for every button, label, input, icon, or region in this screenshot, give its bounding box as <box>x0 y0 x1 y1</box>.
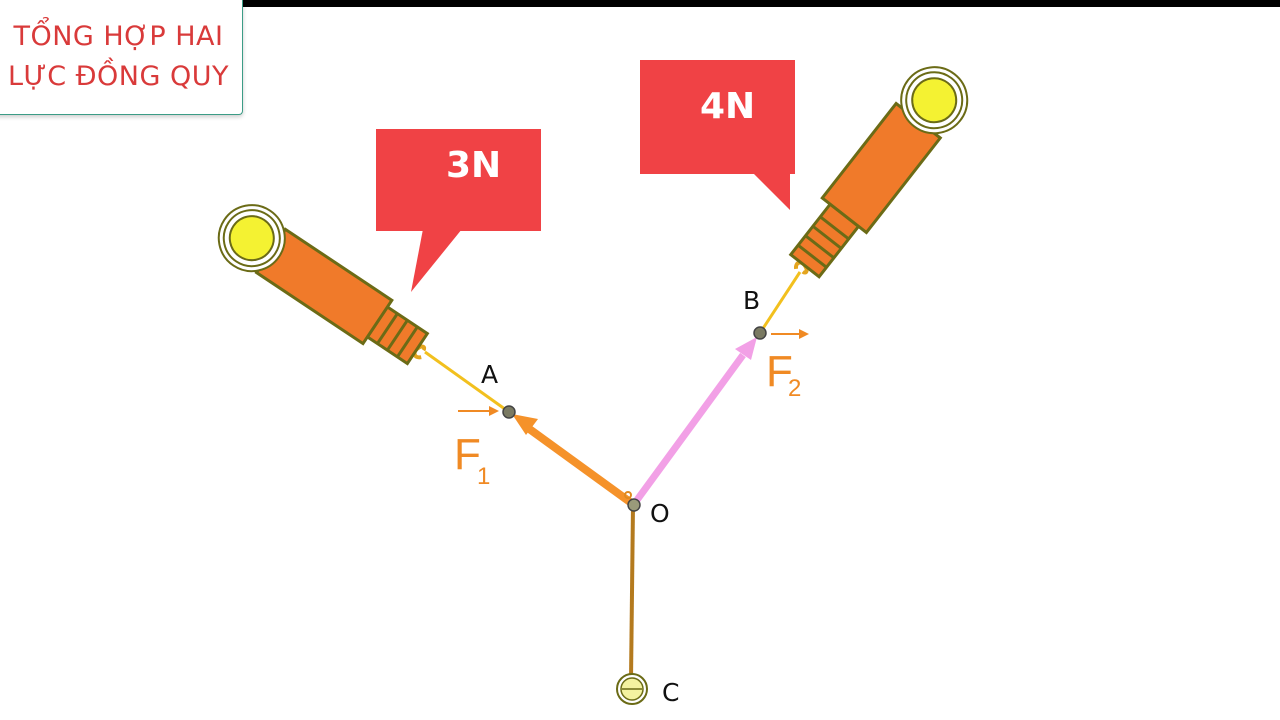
point-b[interactable] <box>753 326 767 340</box>
string-b <box>758 271 802 334</box>
label-o: O <box>650 499 670 528</box>
dynamometer-left[interactable] <box>206 192 442 380</box>
knot-ring-o <box>624 491 632 499</box>
callout-force-4n: 4N <box>640 60 795 174</box>
dynamometer-right[interactable] <box>774 54 981 292</box>
label-b: B <box>743 286 760 315</box>
title-line-2: LỰC ĐỒNG QUY <box>7 61 230 92</box>
label-f1: F 1 <box>454 406 499 490</box>
top-bar <box>0 0 1280 7</box>
label-f2-subscript: 2 <box>788 375 801 402</box>
f2-arrow-head <box>735 337 757 360</box>
callout-right-pointer <box>752 172 790 210</box>
callout-3n-text: 3N <box>446 145 502 186</box>
title-line-1: TỔNG HỢP HAI <box>13 21 224 52</box>
label-f1-letter: F <box>454 430 481 479</box>
f1-arrow-head <box>512 414 538 435</box>
label-f1-subscript: 1 <box>477 463 490 490</box>
callout-force-3n: 3N <box>376 129 541 231</box>
label-a: A <box>481 360 498 389</box>
title-card: TỔNG HỢP HAI LỰC ĐỒNG QUY <box>0 0 243 115</box>
string-oc <box>629 504 635 681</box>
callout-4n-text: 4N <box>700 86 756 127</box>
f2-arrow-shaft <box>634 352 746 503</box>
point-a[interactable] <box>502 405 516 419</box>
knot-o[interactable] <box>627 498 641 512</box>
string-a <box>424 350 510 414</box>
callout-left-pointer <box>411 229 462 292</box>
label-f2-letter: F <box>766 347 793 396</box>
label-f2: F 2 <box>766 329 809 402</box>
f1-arrow-shaft <box>525 424 633 506</box>
label-c: C <box>662 678 679 707</box>
anchor-c[interactable] <box>616 673 648 705</box>
